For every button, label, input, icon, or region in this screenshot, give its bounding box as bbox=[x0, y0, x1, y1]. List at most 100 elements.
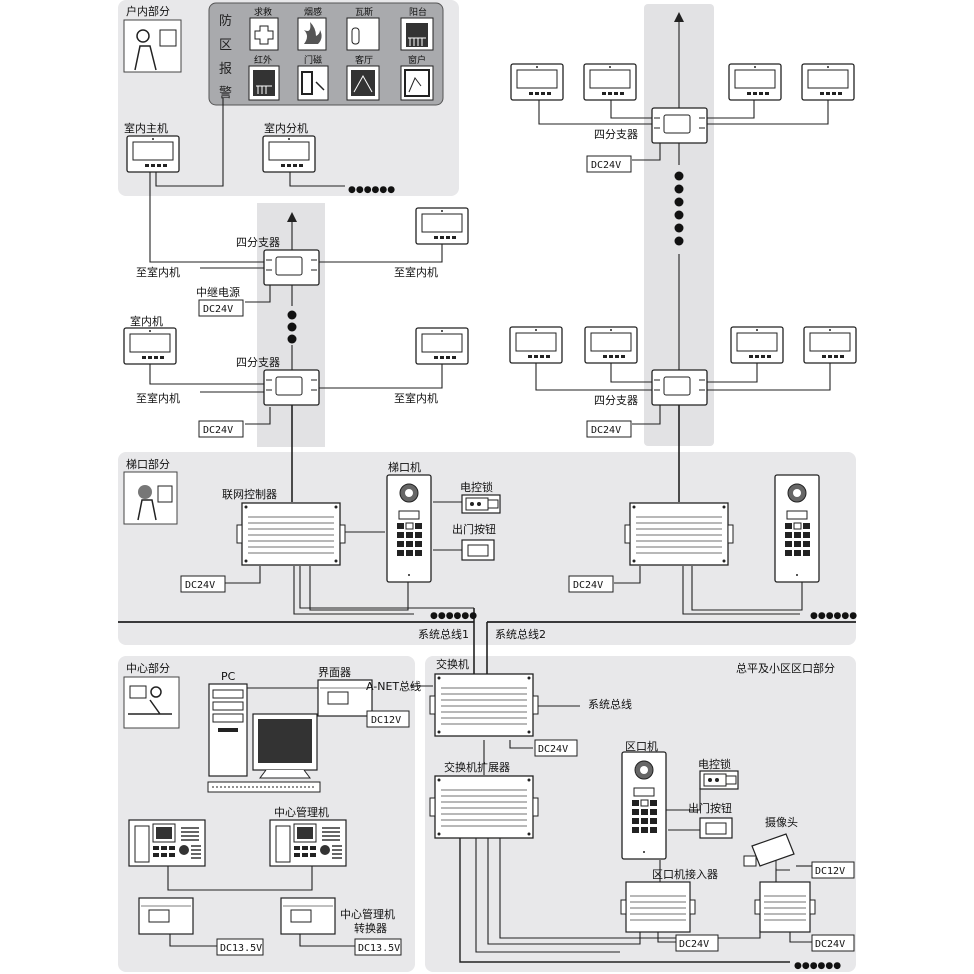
label-network-controller: 联网控制器 bbox=[222, 487, 277, 501]
monitor-mid-3 bbox=[730, 326, 784, 364]
pc-monitor bbox=[252, 713, 318, 779]
riser-dots-right bbox=[674, 171, 684, 246]
label-switch-expander: 交换机扩展器 bbox=[444, 760, 510, 774]
window-icon bbox=[404, 69, 430, 97]
sensor-label-help: 求救 bbox=[254, 6, 272, 18]
dc24-box-stair-left bbox=[180, 575, 226, 593]
label-splitter-lower-left: 四分支器 bbox=[236, 356, 280, 369]
dc24-box-gate-access bbox=[675, 934, 719, 952]
network-controller-left bbox=[236, 502, 346, 566]
pc-tower bbox=[208, 683, 248, 777]
label-relay-power: 中继电源 bbox=[196, 285, 240, 299]
label-splitter-upper-right: 四分支器 bbox=[594, 128, 638, 141]
monitor-mid-2 bbox=[584, 326, 638, 364]
monitor-top-2 bbox=[583, 63, 637, 101]
dc24-box-upper-left bbox=[198, 299, 244, 317]
label-splitter-upper-left: 四分支器 bbox=[236, 236, 280, 249]
riser-dots-left bbox=[287, 310, 297, 344]
stairway-person-icon bbox=[123, 471, 178, 525]
label-gate-access: 区口机接入器 bbox=[652, 867, 718, 881]
dc24-label-lower-left: DC24V bbox=[203, 425, 233, 436]
splitter-upper-right bbox=[651, 107, 708, 144]
label-switch: 交换机 bbox=[436, 657, 469, 671]
section-title-stairway: 梯口部分 bbox=[126, 457, 170, 471]
interface-device bbox=[317, 679, 373, 717]
label-center-manager: 中心管理机 bbox=[274, 805, 329, 819]
household-ellipsis: ●●●●●● bbox=[348, 185, 395, 195]
label-electric-lock-gate: 电控锁 bbox=[698, 757, 731, 771]
dc24-box-switch bbox=[534, 739, 578, 757]
electric-lock-stair bbox=[461, 494, 501, 514]
monitor-lower-right-left-riser bbox=[415, 327, 469, 365]
network-controller-right bbox=[624, 502, 734, 566]
switch-expander bbox=[429, 775, 539, 839]
splitter-upper-left bbox=[263, 249, 320, 286]
electric-lock-gate bbox=[699, 770, 739, 790]
label-camera: 摄像头 bbox=[765, 815, 798, 829]
dc135-box-left bbox=[216, 938, 264, 956]
label-exit-button-gate: 出门按钮 bbox=[688, 801, 732, 815]
center-person-icon bbox=[123, 676, 180, 729]
monitor-mid-1 bbox=[509, 326, 563, 364]
label-interface: 界面器 bbox=[318, 666, 351, 679]
camera-access-device bbox=[754, 881, 816, 933]
section-title-household: 户内部分 bbox=[126, 4, 170, 18]
stair-left-ellipsis: ●●●●●● bbox=[430, 611, 477, 621]
label-to-indoor-2: 至室内机 bbox=[394, 265, 438, 279]
dc12-label-camera: DC12V bbox=[815, 866, 845, 877]
riser-arrow-right bbox=[674, 12, 684, 22]
smoke-icon bbox=[304, 22, 322, 44]
dc24-box-lower-right bbox=[586, 420, 632, 438]
alarm-zone-panel: 防 区 报 警 求救 烟感 瓦斯 阳台 红外 门磁 客厅 窗户 bbox=[208, 2, 444, 106]
dc24-label-gate-access: DC24V bbox=[679, 939, 709, 950]
dc135-label-left: DC13.5V bbox=[220, 943, 262, 954]
sensor-label-infrared: 红外 bbox=[254, 54, 272, 66]
infrared-icon bbox=[253, 70, 275, 96]
stair-door-station-right bbox=[774, 474, 820, 583]
dc24-label-switch: DC24V bbox=[538, 744, 568, 755]
center-converter-left bbox=[138, 897, 194, 935]
label-to-indoor-1: 至室内机 bbox=[136, 265, 180, 279]
label-center-converter-2: 转换器 bbox=[354, 921, 387, 935]
stair-right-ellipsis: ●●●●●● bbox=[810, 611, 857, 621]
exit-button-gate bbox=[699, 817, 733, 839]
dc24-box-upper-right bbox=[586, 155, 632, 173]
sensor-label-gas: 瓦斯 bbox=[355, 6, 373, 18]
center-manager-console-right bbox=[269, 819, 347, 867]
living-room-icon bbox=[351, 70, 375, 96]
section-title-center: 中心部分 bbox=[126, 661, 170, 675]
label-system-bus-1: 系统总线1 bbox=[418, 627, 469, 641]
center-manager-console-left bbox=[128, 819, 206, 867]
label-to-indoor-3: 至室内机 bbox=[136, 391, 180, 405]
label-system-bus: 系统总线 bbox=[588, 697, 632, 711]
dc24-label-stair-left: DC24V bbox=[185, 580, 215, 591]
sensor-label-door: 门磁 bbox=[304, 54, 322, 66]
dc135-label-right: DC13.5V bbox=[358, 943, 400, 954]
label-system-bus-2: 系统总线2 bbox=[495, 627, 546, 641]
dc24-label-upper-left: DC24V bbox=[203, 304, 233, 315]
indoor-extension-monitor bbox=[262, 135, 316, 173]
dc12-box-camera bbox=[811, 861, 855, 879]
section-title-main-gate: 总平及小区区口部分 bbox=[736, 661, 835, 675]
alarm-title-char-2: 区 bbox=[219, 38, 232, 53]
splitter-lower-left bbox=[263, 369, 320, 406]
monitor-lower-left bbox=[123, 327, 177, 365]
sensor-label-smoke: 烟感 bbox=[304, 6, 322, 18]
dc24-label-upper-right: DC24V bbox=[591, 160, 621, 171]
label-center-converter-1: 中心管理机 bbox=[340, 907, 395, 921]
label-stair-unit: 梯口机 bbox=[388, 460, 421, 474]
label-to-indoor-4: 至室内机 bbox=[394, 391, 438, 405]
camera-icon bbox=[743, 833, 795, 871]
alarm-title-char-4: 警 bbox=[219, 85, 232, 101]
alarm-title-char-1: 防 bbox=[219, 13, 232, 29]
sensor-label-window: 窗户 bbox=[408, 54, 426, 66]
sensor-label-balcony: 阳台 bbox=[409, 6, 427, 18]
label-electric-lock-stair: 电控锁 bbox=[460, 480, 493, 494]
dc12-box-interface bbox=[366, 710, 410, 728]
dc135-box-right bbox=[354, 938, 402, 956]
door-magnet-icon bbox=[301, 71, 313, 95]
monitor-top-4 bbox=[801, 63, 855, 101]
wiring bbox=[118, 22, 856, 963]
gate-ellipsis: ●●●●●● bbox=[794, 961, 841, 971]
dc24-label-lower-right: DC24V bbox=[591, 425, 621, 436]
